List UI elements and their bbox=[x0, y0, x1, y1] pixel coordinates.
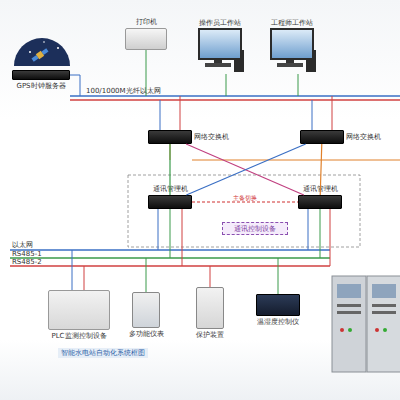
monitor-stand bbox=[286, 60, 294, 63]
plc-device: PLC监测控制设备 bbox=[48, 290, 110, 330]
annotation-label: 100/1000M光纤以太网 bbox=[86, 87, 161, 95]
controller-device: 温湿度控制仪 bbox=[256, 294, 300, 316]
dashed-frame bbox=[128, 175, 360, 247]
caption-text: 智能水电站自动化系统框图 bbox=[58, 348, 148, 358]
node-label: 保护装置 bbox=[196, 331, 224, 339]
edge-label: 主备切换 bbox=[233, 194, 257, 201]
wire bbox=[170, 144, 171, 160]
gps-globe bbox=[14, 38, 70, 66]
wire bbox=[330, 209, 331, 266]
annotation-label: 以太网 bbox=[12, 241, 33, 249]
node-label: 通讯管理机 bbox=[153, 185, 188, 193]
node-label: 温湿度控制仪 bbox=[257, 318, 299, 326]
network-switch: 网络交换机 bbox=[300, 130, 344, 144]
network-switch: 网络交换机 bbox=[148, 130, 192, 144]
workstation-monitor: 操作员工作站 bbox=[198, 28, 242, 60]
wire bbox=[170, 209, 171, 258]
connector-line bbox=[186, 144, 304, 195]
star bbox=[57, 47, 59, 49]
switchgear-cabinet bbox=[332, 276, 400, 372]
node-label: 工程师工作站 bbox=[271, 19, 313, 27]
fiber-bus-line bbox=[70, 95, 400, 96]
node-label: 操作员工作站 bbox=[199, 19, 241, 27]
node-label: 打印机 bbox=[136, 18, 157, 26]
node-label: 通讯控制设备 bbox=[234, 225, 276, 233]
wire bbox=[312, 100, 313, 130]
star bbox=[29, 51, 31, 53]
satellite-icon bbox=[31, 47, 49, 62]
wire bbox=[70, 75, 80, 76]
control-device-box: 通讯控制设备 bbox=[222, 222, 288, 235]
monitor-stand bbox=[214, 60, 222, 63]
wire bbox=[146, 258, 147, 292]
wire bbox=[332, 96, 333, 130]
star bbox=[43, 41, 45, 43]
node-label: 网络交换机 bbox=[194, 133, 229, 141]
annotation-label: RS485-1 bbox=[12, 250, 42, 258]
wire bbox=[226, 74, 227, 96]
connector-line bbox=[192, 201, 298, 202]
keyboard bbox=[277, 63, 303, 67]
wire bbox=[192, 160, 400, 161]
fiber-bus-line bbox=[70, 99, 400, 100]
wire bbox=[180, 96, 181, 130]
wire bbox=[84, 266, 85, 290]
field-bus-line bbox=[10, 265, 330, 266]
node-label: 通讯管理机 bbox=[303, 185, 338, 193]
annotation-label: RS485-2 bbox=[12, 258, 42, 266]
workstation-monitor: 工程师工作站 bbox=[270, 28, 314, 60]
comm-manager: 通讯管理机 bbox=[298, 195, 342, 209]
node-label: PLC监测控制设备 bbox=[51, 332, 106, 340]
keyboard bbox=[205, 63, 231, 67]
node-label: 网络交换机 bbox=[346, 133, 381, 141]
wire bbox=[308, 209, 309, 250]
wire bbox=[182, 209, 183, 266]
wire bbox=[160, 100, 161, 130]
node-label: GPS时钟服务器 bbox=[16, 82, 65, 90]
protection-device: 保护装置 bbox=[196, 287, 224, 329]
wire bbox=[80, 75, 81, 96]
comm-manager: 通讯管理机 bbox=[148, 195, 192, 209]
node-label: 多功能仪表 bbox=[129, 330, 164, 338]
printer-box: 打印机 bbox=[125, 28, 167, 50]
wire bbox=[320, 209, 321, 258]
wire bbox=[298, 74, 299, 96]
wire bbox=[210, 266, 211, 287]
wire bbox=[278, 258, 279, 294]
meter-device: 多功能仪表 bbox=[132, 292, 160, 328]
connector-line bbox=[186, 144, 305, 195]
wire bbox=[158, 209, 159, 250]
gps-server: GPS时钟服务器 bbox=[12, 70, 70, 80]
wire bbox=[72, 250, 73, 290]
